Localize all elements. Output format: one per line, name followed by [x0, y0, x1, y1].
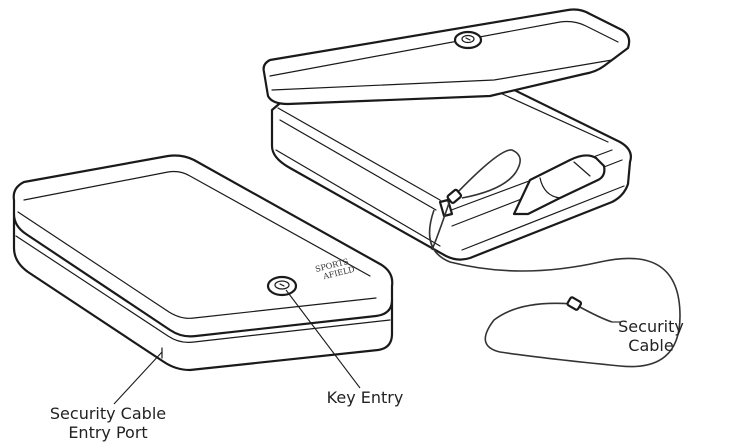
cable-ferrule-lower [566, 296, 583, 311]
label-cable-entry-port: Security Cable Entry Port [18, 404, 198, 442]
open-safe-base [270, 82, 632, 261]
label-security-cable-line2: Cable [628, 336, 674, 355]
label-security-cable-line1: Security [618, 317, 684, 336]
label-cable-entry-port-line1: Security Cable [49, 404, 167, 423]
label-cable-entry-port-line2: Entry Port [68, 423, 148, 442]
lid-key-lock-icon [453, 30, 483, 50]
key-lock-icon [266, 275, 298, 297]
leader-key-entry [285, 289, 361, 389]
closed-safe: SPORTS AFIELD [12, 154, 394, 372]
open-safe-lid [262, 8, 631, 106]
leader-cable-port [113, 351, 163, 405]
label-security-cable: Security Cable [606, 317, 696, 355]
interior-insert [512, 154, 606, 216]
cable-ferrule-upper [446, 188, 463, 204]
label-key-entry-text: Key Entry [326, 388, 404, 407]
label-key-entry: Key Entry [320, 388, 410, 407]
open-safe [262, 8, 632, 261]
security-cable-drawing [428, 149, 681, 368]
closed-safe-lid [12, 154, 394, 338]
